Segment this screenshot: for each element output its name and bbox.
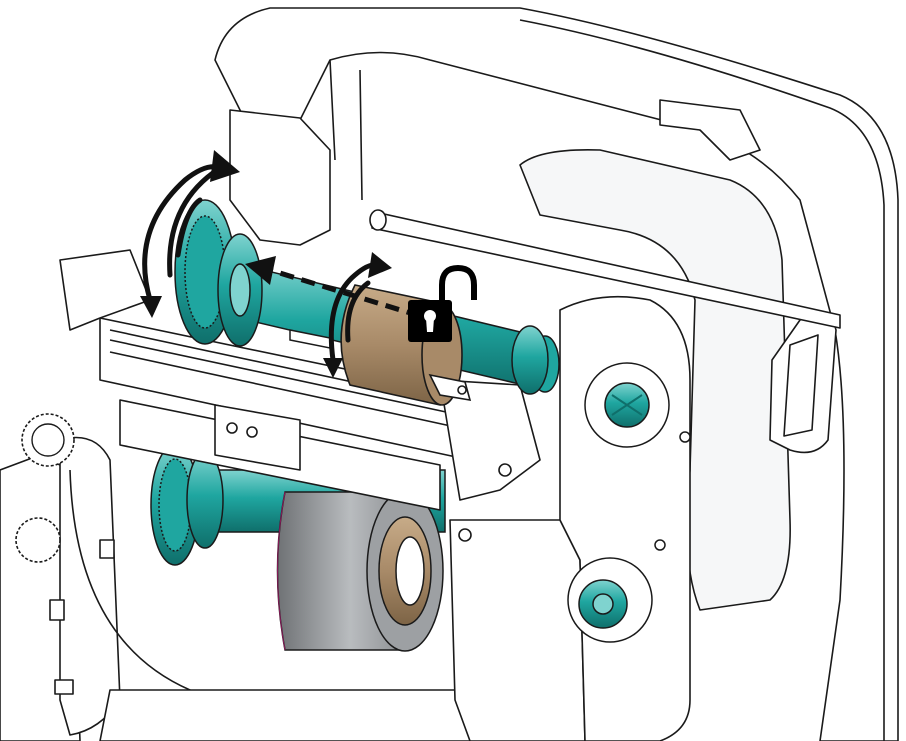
- guide-rail-left: [329, 59, 363, 201]
- rod-end: [369, 209, 387, 231]
- lower-slot-1: [49, 599, 65, 621]
- drive-gear: [15, 413, 75, 563]
- right-spindle-hubs: [567, 362, 691, 643]
- lower-slot-2: [54, 679, 74, 695]
- lid-window: [519, 148, 791, 611]
- upper-frame-hook: [659, 99, 761, 161]
- base-left-arch: [69, 469, 231, 701]
- keyhole-icon: [424, 310, 436, 332]
- base-floor: [99, 689, 491, 741]
- printhead-carriage: [59, 249, 541, 542]
- rotate-arrow-heads: [140, 150, 240, 318]
- lid-right-latch-inner: [783, 334, 819, 437]
- base-right-block: [449, 519, 586, 741]
- printer-housing: [214, 7, 899, 741]
- lid-inner-rim: [519, 19, 885, 741]
- upper-frame-bar: [229, 109, 331, 246]
- rotate-arrow-heads-core: [323, 252, 392, 378]
- ribbon-roll: [276, 490, 444, 652]
- lower-slot-3: [99, 539, 115, 559]
- unlock-icon: [408, 264, 477, 342]
- dashed-push-arrow-icon: [245, 256, 421, 319]
